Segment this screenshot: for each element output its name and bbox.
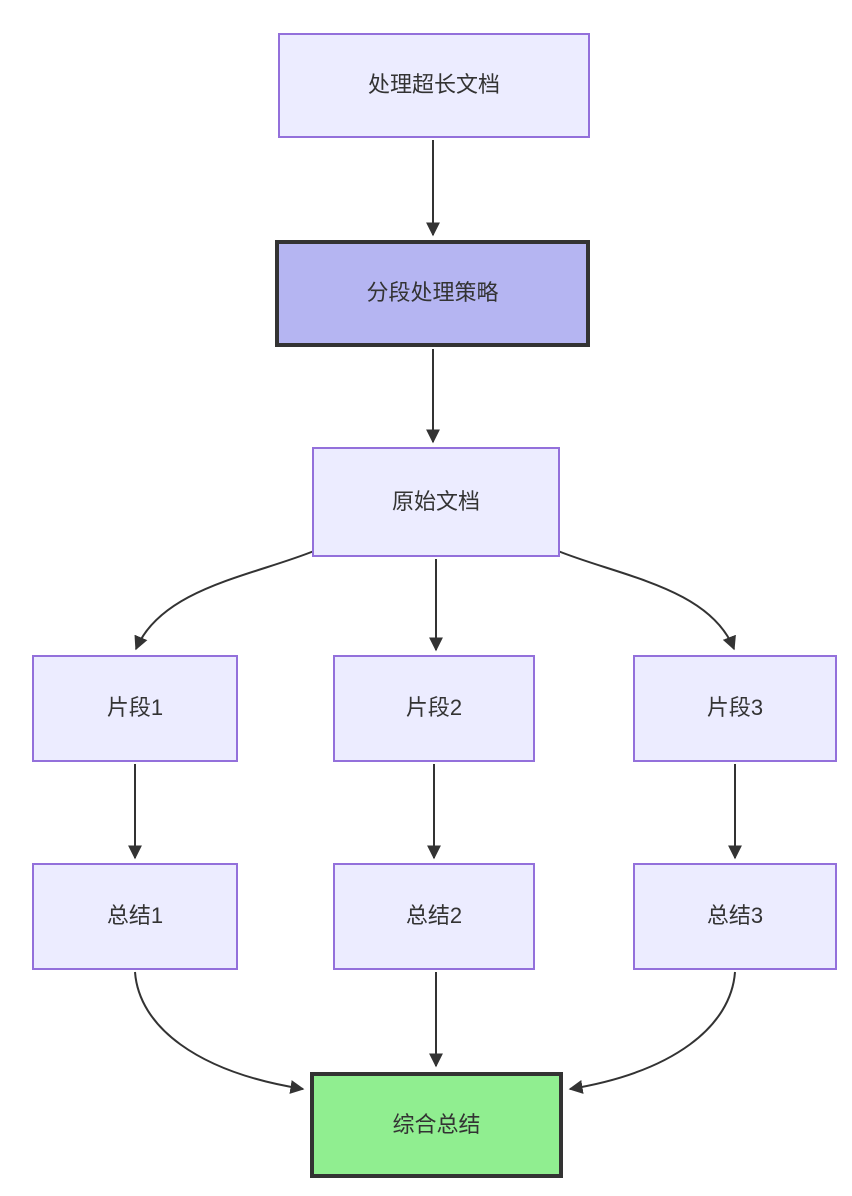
- node-summary-1: 总结1: [32, 863, 238, 970]
- node-process-long-doc-label: 处理超长文档: [367, 72, 500, 98]
- edge-summary1-to-final: [134, 971, 305, 1094]
- node-segment-2: 片段2: [333, 655, 535, 762]
- node-summary-2-label: 总结2: [405, 903, 463, 929]
- node-summary-3: 总结3: [633, 863, 837, 970]
- node-final-summary-label: 综合总结: [392, 1111, 481, 1137]
- node-summary-2: 总结2: [333, 863, 535, 970]
- node-segment-3: 片段3: [633, 655, 837, 762]
- node-segment-3-label: 片段3: [706, 695, 764, 721]
- node-segment-1: 片段1: [32, 655, 238, 762]
- node-segment-1-label: 片段1: [106, 695, 164, 721]
- node-summary-1-label: 总结1: [106, 903, 164, 929]
- edge-document-to-segment3: [557, 550, 736, 651]
- node-segmentation-strategy-label: 分段处理策略: [366, 280, 499, 306]
- node-summary-3-label: 总结3: [706, 903, 764, 929]
- edge-document-to-segment1: [134, 550, 315, 651]
- node-segmentation-strategy: 分段处理策略: [275, 240, 590, 347]
- node-original-document-label: 原始文档: [391, 488, 480, 514]
- node-process-long-doc: 处理超长文档: [278, 33, 590, 138]
- edge-summary3-to-final: [568, 971, 736, 1094]
- node-original-document: 原始文档: [312, 447, 560, 557]
- node-segment-2-label: 片段2: [405, 695, 463, 721]
- node-final-summary: 综合总结: [310, 1072, 563, 1178]
